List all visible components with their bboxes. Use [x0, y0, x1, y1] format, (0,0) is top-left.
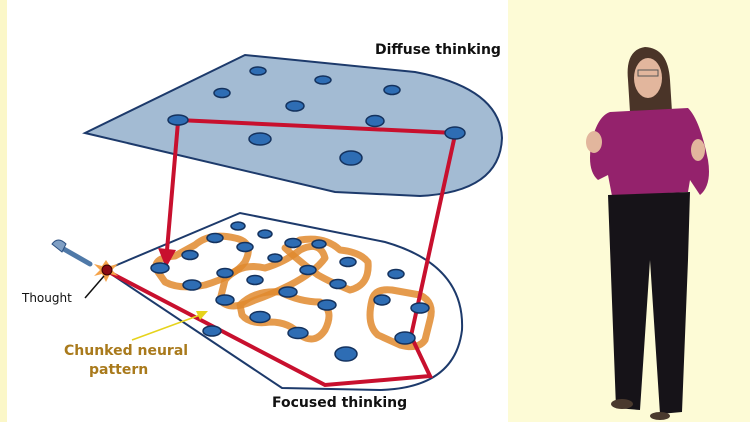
arrowhead-icon: [158, 248, 176, 268]
drop-arrow-left: [164, 120, 180, 264]
diffuse-red-path: [176, 118, 457, 135]
diffuse-thinking-label: Diffuse thinking: [375, 42, 501, 58]
thought-label: Thought: [22, 291, 72, 305]
focused-neurons: [150, 221, 430, 362]
chunk-pointer-arrow: [131, 314, 201, 341]
chunk-3: [281, 235, 372, 294]
chunked-pattern-label-line1: Chunked neural: [64, 343, 189, 359]
focused-thinking-label: Focused thinking: [272, 395, 408, 411]
chunked-pattern-label-line2: pattern: [89, 362, 149, 378]
thought-node: [101, 264, 113, 276]
diffuse-neurons: [167, 66, 466, 166]
thought-pointer-line: [84, 275, 105, 299]
chunk-5: [366, 286, 435, 351]
left-edge-strip: [0, 0, 7, 422]
chunk-arrowhead-icon: [196, 311, 208, 320]
chunk-2: [216, 242, 329, 310]
pinball-plunger-icon: [51, 239, 93, 267]
presenter: [586, 47, 709, 420]
